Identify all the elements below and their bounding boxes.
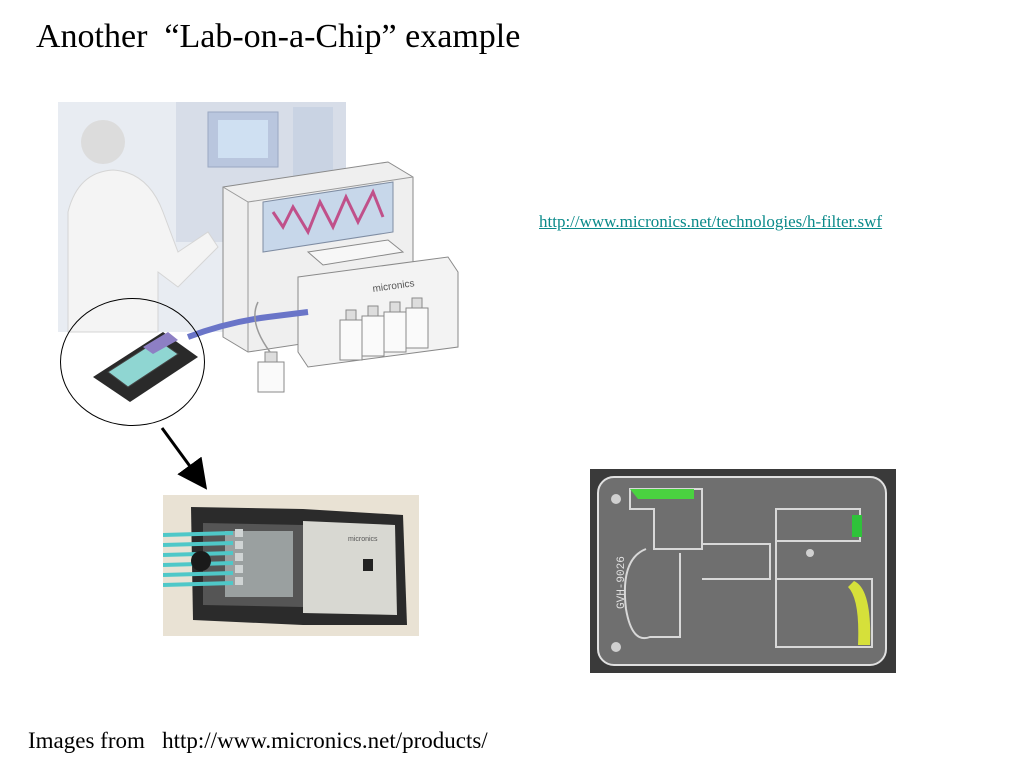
cartridge-photo: micronics [163,495,419,636]
slide-title: Another “Lab-on-a-Chip” example [36,18,521,55]
h-filter-link[interactable]: http://www.micronics.net/technologies/h-… [539,212,883,231]
instrument-illustration: micronics [58,102,459,402]
chip-label-text: GVH-9026 [616,556,628,609]
cartridge-highlight-circle [60,298,205,426]
chip-photo: GVH-9026 [590,469,896,673]
cartridge-logo-text: micronics [348,536,378,543]
images-source-footer: Images from http://www.micronics.net/pro… [28,728,488,753]
